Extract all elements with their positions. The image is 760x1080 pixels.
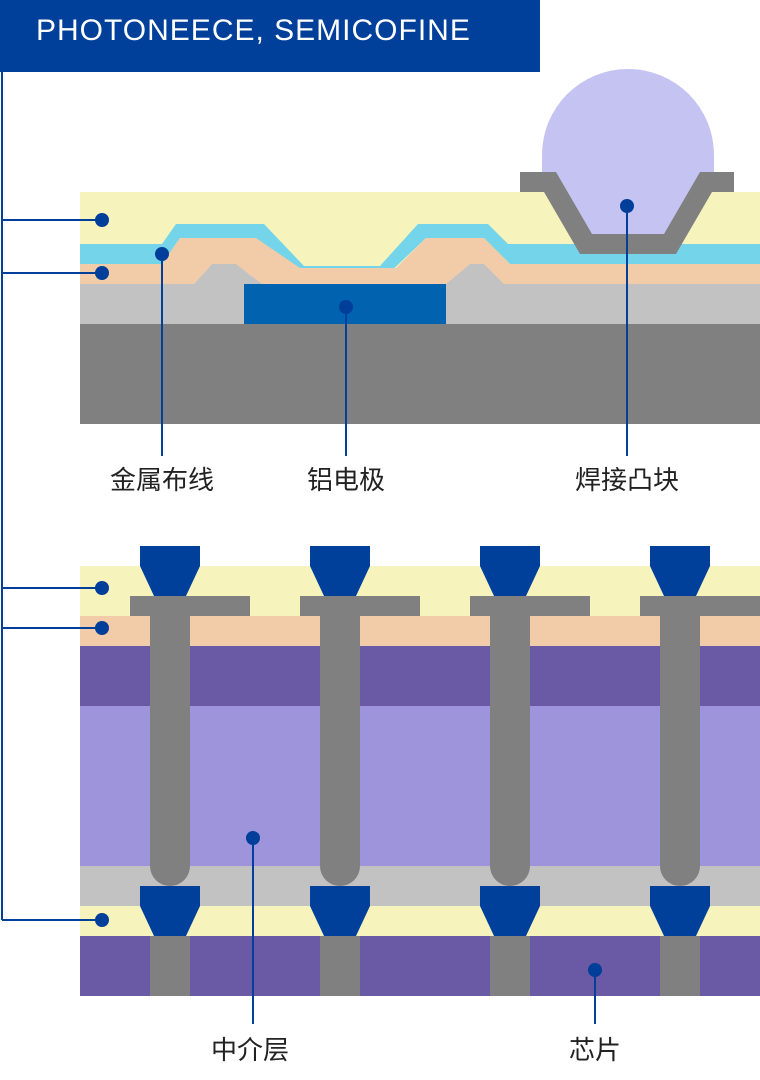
chip-via [660, 936, 700, 996]
bottom-peach-layer [80, 616, 760, 646]
top-bump [480, 546, 540, 596]
title-bar: PHOTONEECE, SEMICOFINE [0, 0, 540, 72]
top-cross-section [80, 68, 760, 424]
leader-lines [161, 206, 628, 1024]
marker-dot [588, 963, 602, 977]
via-pad [300, 596, 420, 616]
bottom-bump [480, 886, 540, 936]
via-3 [470, 546, 590, 996]
marker-dot [95, 213, 109, 227]
marker-dot [95, 621, 109, 635]
page-title: PHOTONEECE, SEMICOFINE [36, 14, 471, 47]
via-pillar [150, 616, 190, 886]
top-bump [140, 546, 200, 596]
label-chip: 芯片 [568, 1036, 622, 1066]
via-4 [640, 546, 760, 996]
silicon-substrate [80, 324, 760, 424]
peach-passivation-layer [80, 238, 760, 284]
via-pad [130, 596, 250, 616]
marker-dot [95, 913, 109, 927]
chip-layer [80, 936, 760, 996]
label-interposer: 中介层 [210, 1036, 290, 1066]
marker-dot [246, 831, 260, 845]
bracket-markers [95, 213, 109, 927]
chip-via [150, 936, 190, 996]
marker-dot [95, 581, 109, 595]
label-aluminum-electrode: 铝电极 [306, 466, 386, 496]
via-pillar [660, 616, 700, 886]
marker-dot [155, 247, 169, 261]
cyan-metal-wiring [80, 224, 760, 276]
bottom-bump [650, 886, 710, 936]
chip-via [320, 936, 360, 996]
via-pillar [320, 616, 360, 886]
leader-dots [155, 199, 634, 977]
label-metal-wiring: 金属布线 [109, 466, 215, 496]
bottom-bump [310, 886, 370, 936]
via-2 [300, 546, 420, 996]
marker-dot [339, 300, 353, 314]
marker-dot [620, 199, 634, 213]
marker-dot [95, 266, 109, 280]
top-bump [310, 546, 370, 596]
top-bump [650, 546, 710, 596]
solder-ball [542, 68, 714, 192]
interposer-core [80, 706, 760, 866]
dark-purple-layer [80, 646, 760, 706]
callout-bracket [1, 72, 102, 921]
bottom-bump [140, 886, 200, 936]
via-1 [130, 546, 250, 996]
via-pad [640, 596, 760, 616]
label-solder-bump: 焊接凸块 [574, 466, 680, 496]
chip-via [490, 936, 530, 996]
solder-bump-pad [520, 172, 734, 254]
via-pillar [490, 616, 530, 886]
bottom-cross-section [80, 546, 760, 996]
via-pad [470, 596, 590, 616]
